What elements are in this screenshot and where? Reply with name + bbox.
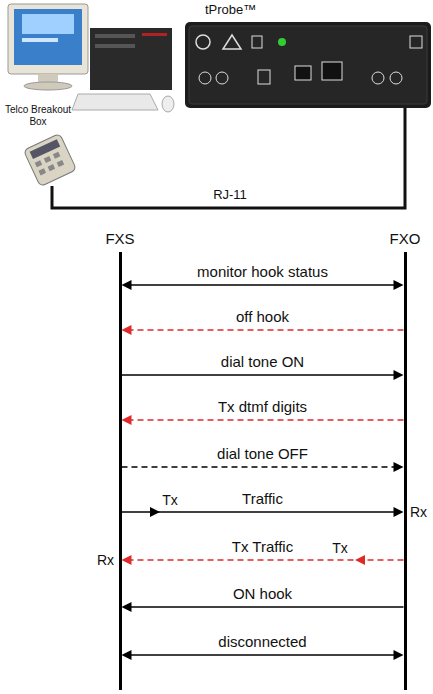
switch [258, 70, 270, 84]
arrowhead [355, 555, 365, 565]
jack [372, 72, 384, 84]
device-panel [189, 26, 427, 104]
message-arrow [122, 507, 404, 517]
arrowhead [122, 602, 132, 612]
text-label: RJ-11 [213, 187, 247, 203]
mouse [162, 96, 174, 112]
breakout-box-picture [23, 133, 76, 186]
text-label: Tx [332, 540, 348, 557]
key [35, 160, 43, 167]
text-label: Tx [162, 492, 178, 509]
monitor-frame [8, 4, 88, 74]
message-arrow [122, 602, 404, 612]
message-arrow [122, 280, 404, 290]
key [57, 160, 65, 167]
message-label: Tx Traffic [232, 538, 293, 556]
monitor-screen [14, 9, 82, 65]
drive-slot [95, 44, 135, 48]
computer-picture [8, 4, 174, 112]
text-label: tProbe™ [205, 2, 256, 18]
jack [199, 72, 211, 84]
jack [390, 72, 402, 84]
message-label: dial tone ON [221, 353, 304, 371]
status-led [278, 38, 286, 46]
key [48, 164, 56, 171]
usb-port [295, 66, 311, 80]
arrowhead [122, 280, 132, 290]
arrowhead [122, 555, 132, 565]
message-line [130, 284, 396, 286]
message-line [130, 606, 404, 608]
panel-icon [410, 36, 422, 48]
message-arrow [122, 462, 404, 472]
computer-case [90, 28, 172, 90]
message-line [122, 374, 396, 376]
message-line [122, 511, 396, 513]
message-line [122, 466, 396, 468]
panel-icon [252, 36, 262, 48]
key [53, 152, 61, 159]
device-case [185, 22, 431, 108]
tprobe-device [185, 22, 431, 108]
monitor-base [24, 82, 72, 90]
arrowhead [122, 650, 132, 660]
message-arrow [122, 325, 404, 335]
text-label: Rx [410, 504, 427, 521]
arrowhead [394, 650, 404, 660]
key [44, 156, 52, 163]
arrowhead [394, 462, 404, 472]
screen-line [22, 38, 58, 42]
jack [216, 72, 228, 84]
message-label: monitor hook status [197, 263, 328, 281]
keyboard [72, 94, 158, 110]
text-label: Telco Breakout Box [2, 104, 74, 128]
message-arrow [122, 555, 404, 565]
message-label: ON hook [233, 585, 292, 603]
warning-icon [223, 35, 241, 49]
arrowhead [122, 325, 132, 335]
message-label: off hook [236, 308, 289, 326]
message-label: disconnected [218, 633, 306, 651]
monitor-stand [38, 74, 58, 82]
rj11-cable [52, 108, 405, 208]
arrowhead [150, 507, 160, 517]
lifeline-heading: FXO [390, 230, 421, 248]
text-label: Rx [97, 552, 114, 569]
message-label: Traffic [242, 490, 283, 508]
lifeline: FXS [119, 252, 122, 690]
message-label: Tx dtmf digits [218, 398, 307, 416]
message-arrow [122, 415, 404, 425]
drive-slot [95, 34, 135, 38]
message-arrow [122, 650, 404, 660]
case-stripe [142, 33, 167, 36]
breakout-box-body [23, 133, 76, 186]
arrowhead [394, 280, 404, 290]
lifeline: FXO [404, 252, 407, 690]
rj-port [322, 62, 342, 80]
message-line [130, 654, 396, 656]
arrowhead [122, 415, 132, 425]
lifeline-heading: FXS [105, 230, 134, 248]
message-line [130, 329, 404, 331]
arrowhead [394, 370, 404, 380]
power-icon [196, 35, 210, 49]
message-label: dial tone OFF [217, 445, 308, 463]
message-arrow [122, 370, 404, 380]
arrowhead [394, 507, 404, 517]
breakout-display [30, 139, 61, 159]
key [39, 168, 47, 175]
message-line [130, 419, 404, 421]
screen-window [22, 14, 74, 34]
